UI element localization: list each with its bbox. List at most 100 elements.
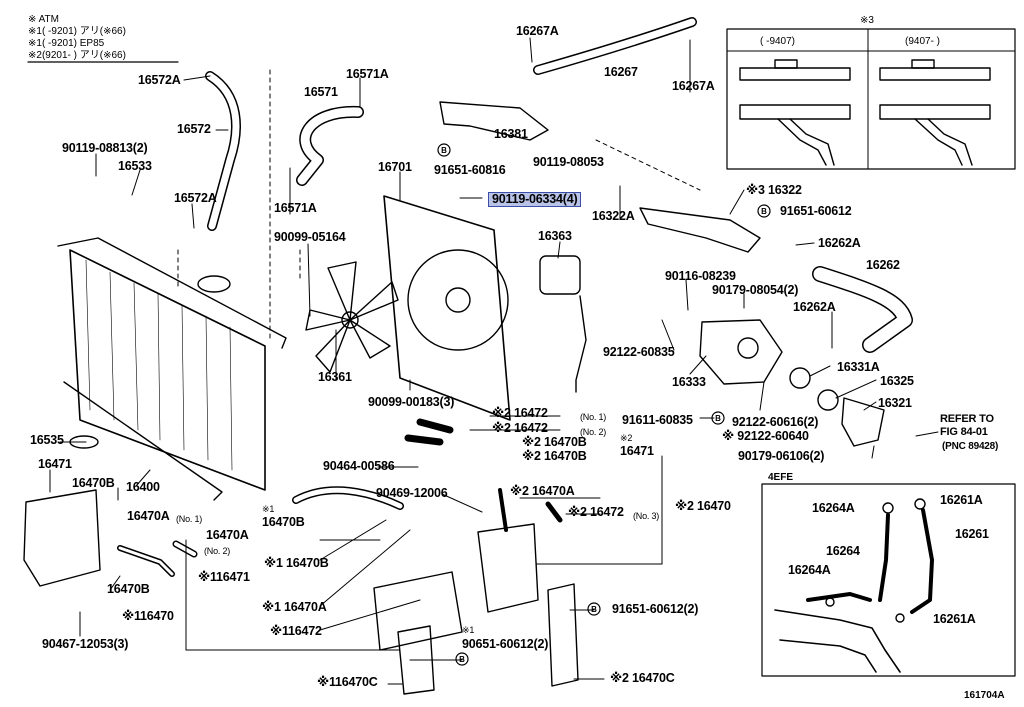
note-line-4: ※2(9201- ) アリ(※66) [28, 50, 126, 61]
part-label[interactable]: 16572 [177, 122, 211, 136]
note-line-1: ※ ATM [28, 14, 59, 25]
part-label[interactable]: 16470B [107, 582, 150, 596]
part-label[interactable]: 16267A [516, 24, 559, 38]
refer-line-2: FIG 84-01 [940, 426, 988, 438]
part-label[interactable]: 16470B [262, 515, 305, 529]
part-label[interactable]: 90099-00183(3) [368, 395, 455, 409]
part-label[interactable]: 16535 [30, 433, 64, 447]
part-label[interactable]: 16262 [866, 258, 900, 272]
refer-line-3: (PNC 89428) [942, 441, 999, 452]
part-label[interactable]: 16321 [878, 396, 912, 410]
part-label[interactable]: 90099-05164 [274, 230, 346, 244]
small-mark: ※1 [462, 625, 475, 635]
part-label[interactable]: 16262A [793, 300, 836, 314]
part-label[interactable]: 16267A [672, 79, 715, 93]
part-label[interactable]: ※2 16470B [522, 435, 587, 449]
part-label[interactable]: 16333 [672, 375, 706, 389]
part-label[interactable]: 90651-60612(2) [462, 637, 549, 651]
part-label[interactable]: 16471 [38, 457, 72, 471]
part-label[interactable]: 16262A [818, 236, 861, 250]
inset-variants-title: ※3 [860, 15, 874, 26]
small-mark: (No. 3) [633, 511, 660, 521]
part-label[interactable]: 16261 [955, 527, 989, 541]
part-label[interactable]: ※2 16472 [492, 406, 548, 420]
part-label[interactable]: 16533 [118, 159, 152, 173]
part-label[interactable]: 16571A [346, 67, 389, 81]
part-label[interactable]: ※1 16470B [264, 556, 329, 570]
refer-line-1: REFER TO [940, 413, 994, 425]
part-label[interactable]: ※2 16470 [675, 499, 731, 513]
part-label[interactable]: ※2 16472 [568, 505, 624, 519]
small-mark: (No. 1) [580, 412, 607, 422]
part-label[interactable]: 16571A [274, 201, 317, 215]
part-label[interactable]: ※2 16470C [610, 671, 675, 685]
small-mark: ※2 [620, 433, 633, 443]
radiator-core [69, 249, 266, 491]
inset-right-header: (9407- ) [905, 36, 941, 47]
part-label[interactable]: 16701 [378, 160, 412, 174]
small-mark: (No. 1) [176, 514, 203, 524]
part-label[interactable]: ※2 16470A [510, 484, 575, 498]
part-label[interactable]: 92122-60835 [603, 345, 675, 359]
part-label[interactable]: 16331A [837, 360, 880, 374]
inset-4efe-title: 4EFE [768, 472, 794, 483]
part-label[interactable]: 16325 [880, 374, 914, 388]
part-label[interactable]: 16470A [206, 528, 249, 542]
part-label[interactable]: 90179-06106(2) [738, 449, 825, 463]
part-label[interactable]: ※1 16470A [262, 600, 327, 614]
leader-lines [49, 37, 939, 685]
part-label[interactable]: 16470B [72, 476, 115, 490]
svg-text:B: B [715, 414, 721, 423]
part-label[interactable]: 16572A [174, 191, 217, 205]
part-label[interactable]: 92122-60616(2) [732, 415, 819, 429]
svg-text:B: B [761, 207, 767, 216]
part-label[interactable]: 90469-12006 [376, 486, 448, 500]
part-label[interactable]: 91651-60612 [780, 204, 852, 218]
part-label[interactable]: 91651-60612(2) [612, 602, 699, 616]
part-label[interactable]: ※116470 [122, 609, 174, 623]
part-label[interactable]: 16471 [620, 444, 654, 458]
part-label[interactable]: 91611-60835 [622, 413, 693, 427]
part-label[interactable]: 90119-08813(2) [62, 141, 148, 155]
part-label[interactable]: ※ 92122-60640 [722, 429, 809, 443]
part-label[interactable]: 90464-00586 [323, 459, 395, 473]
svg-text:B: B [441, 146, 447, 155]
part-label[interactable]: 91651-60816 [434, 163, 506, 177]
part-label[interactable]: ※2 16470B [522, 449, 587, 463]
part-label[interactable]: 90179-08054(2) [712, 283, 799, 297]
part-label[interactable]: 16363 [538, 229, 572, 243]
small-mark: ※1 [262, 504, 275, 514]
part-label[interactable]: 16264A [788, 563, 831, 577]
svg-text:B: B [591, 605, 597, 614]
part-label[interactable]: ※116472 [270, 624, 322, 638]
inset-4efe-box [761, 483, 1016, 677]
part-label[interactable]: ※116470C [317, 675, 378, 689]
part-label[interactable]: 90116-08239 [665, 269, 736, 283]
small-mark: (No. 2) [580, 427, 607, 437]
part-label[interactable]: 90119-08053 [533, 155, 604, 169]
part-label[interactable]: ※2 16472 [492, 421, 548, 435]
note-line-2: ※1( -9201) アリ(※66) [28, 26, 126, 37]
part-label[interactable]: ※116471 [198, 570, 250, 584]
part-label[interactable]: 16470A [127, 509, 170, 523]
part-label[interactable]: 16400 [126, 480, 160, 494]
svg-text:B: B [459, 655, 465, 664]
part-label[interactable]: 16571 [304, 85, 338, 99]
bolt-markers [437, 143, 771, 666]
part-label[interactable]: 16261A [940, 493, 983, 507]
part-label[interactable]: 16264 [826, 544, 860, 558]
part-label[interactable]: 16361 [318, 370, 352, 384]
part-label[interactable]: 16572A [138, 73, 181, 87]
small-mark: (No. 2) [204, 546, 231, 556]
part-label[interactable]: 16264A [812, 501, 855, 515]
part-label[interactable]: 16267 [604, 65, 638, 79]
part-label[interactable]: 90467-12053(3) [42, 637, 129, 651]
part-label[interactable]: 16322A [592, 209, 635, 223]
highlighted-part-label[interactable]: 90119-06334(4) [488, 192, 582, 207]
part-label[interactable]: ※3 16322 [746, 183, 802, 197]
part-label[interactable]: 16261A [933, 612, 976, 626]
inset-left-header: ( -9407) [760, 36, 796, 47]
part-label[interactable]: 16381 [494, 127, 528, 141]
